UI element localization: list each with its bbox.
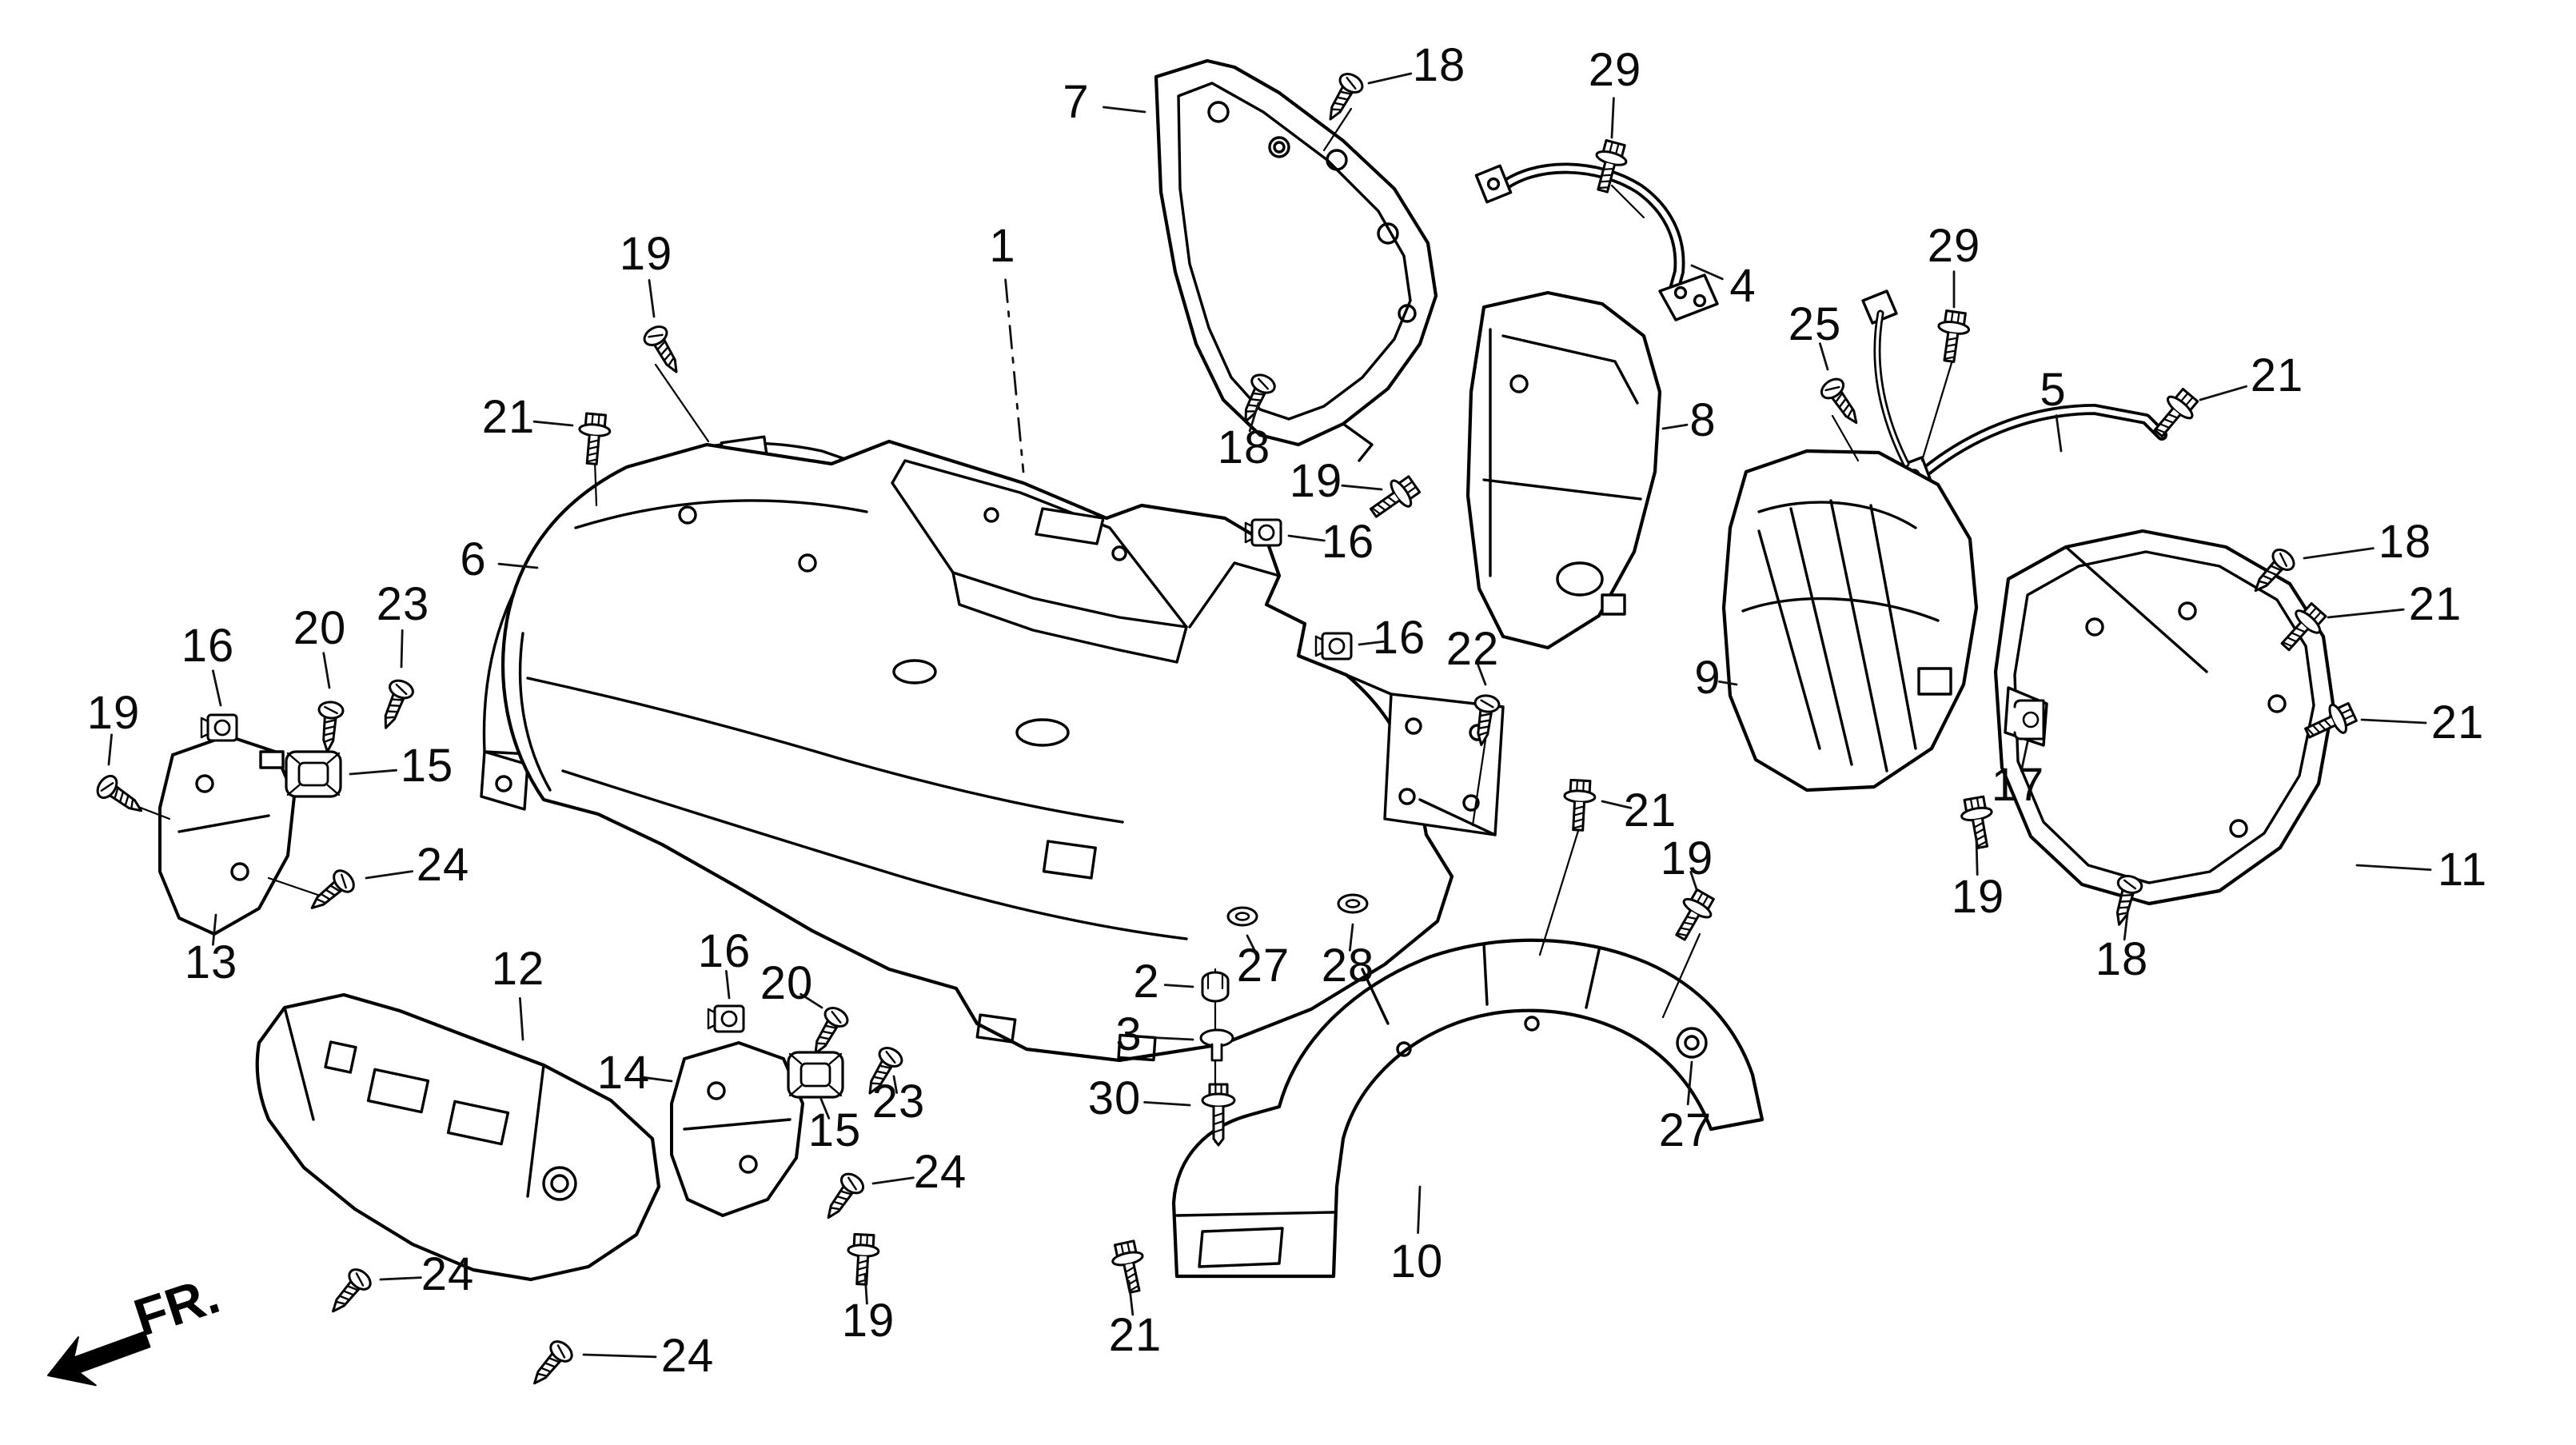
leader-line bbox=[2199, 385, 2248, 401]
part-11-side-cover bbox=[1993, 529, 2335, 906]
leader-line bbox=[211, 669, 222, 707]
part-19-screw bbox=[92, 771, 150, 822]
part-24-screw bbox=[524, 1336, 577, 1392]
leader-line bbox=[725, 970, 731, 1000]
part-9-inner-fender bbox=[1721, 449, 1979, 792]
part-4-stay-pipe bbox=[1474, 162, 1719, 321]
leader-line bbox=[1689, 871, 1698, 891]
part-17-clip bbox=[2013, 699, 2045, 740]
leader-line bbox=[1153, 1036, 1194, 1041]
part-16-clip-nut bbox=[707, 1004, 745, 1033]
leader-lines bbox=[107, 72, 2432, 1359]
leader-line bbox=[379, 1276, 422, 1281]
part-16-clip-nut bbox=[1314, 632, 1353, 661]
part-21-bolt bbox=[575, 411, 612, 466]
leader-line bbox=[322, 652, 331, 689]
part-2-cap-nut bbox=[1201, 971, 1230, 1003]
leader-line bbox=[2360, 718, 2427, 724]
leader-line bbox=[1686, 1060, 1693, 1106]
leader-line bbox=[497, 562, 539, 569]
part-19-bolt bbox=[1363, 470, 1425, 527]
leader-line bbox=[400, 629, 404, 669]
part-20-screw bbox=[314, 700, 345, 754]
leader-line bbox=[1103, 106, 1146, 114]
leader-line bbox=[519, 997, 524, 1041]
part-1-front-fender bbox=[500, 439, 1505, 1063]
leader-line bbox=[1246, 934, 1258, 956]
leader-line bbox=[1004, 278, 1025, 473]
part-20-screw bbox=[804, 1003, 852, 1061]
leader-line bbox=[863, 1273, 868, 1305]
leader-line bbox=[582, 1353, 657, 1359]
leader-line bbox=[1601, 800, 1633, 809]
part-25-screw bbox=[1816, 373, 1868, 431]
part-24-screw bbox=[817, 1168, 868, 1226]
leader-line bbox=[1417, 1185, 1422, 1234]
leader-line bbox=[1610, 97, 1615, 139]
leader-line bbox=[365, 870, 413, 880]
leader-line bbox=[532, 420, 574, 427]
part-16-clip-nut bbox=[200, 713, 238, 742]
part-14-bracket bbox=[670, 1041, 804, 1217]
leader-line bbox=[1287, 534, 1326, 542]
leader-line bbox=[2020, 740, 2029, 770]
part-23-screw bbox=[858, 1043, 907, 1101]
leader-line bbox=[1143, 1101, 1191, 1107]
part-28-grommet-washer bbox=[1337, 893, 1369, 914]
leader-line bbox=[1341, 484, 1383, 491]
leader-line bbox=[2055, 414, 2063, 453]
leader-line bbox=[2327, 608, 2405, 619]
part-24-screw bbox=[322, 1264, 376, 1320]
leader-line bbox=[819, 1096, 831, 1120]
part-10-mudguard bbox=[1171, 938, 1765, 1279]
part-12-stay-bracket bbox=[255, 992, 661, 1282]
part-19-bolt bbox=[1666, 885, 1720, 947]
leader-line bbox=[2123, 905, 2130, 941]
leader-line bbox=[1248, 401, 1260, 433]
part-19-screw bbox=[640, 321, 688, 380]
leader-line bbox=[892, 1075, 898, 1094]
leader-line bbox=[1367, 72, 1413, 85]
leader-line bbox=[1163, 984, 1194, 988]
part-8-side-cover bbox=[1465, 290, 1662, 650]
part-7-side-cover bbox=[1154, 58, 1438, 462]
leader-line bbox=[641, 1076, 673, 1083]
leader-line bbox=[1358, 641, 1385, 646]
part-29-bolt bbox=[1932, 309, 1972, 365]
leader-line bbox=[1661, 423, 1689, 430]
leader-line bbox=[2303, 547, 2375, 560]
leader-line bbox=[1127, 1279, 1134, 1316]
leader-line bbox=[1349, 923, 1354, 952]
leader-line bbox=[1717, 681, 1738, 686]
part-5-stay-pipe bbox=[1861, 289, 2167, 494]
part-13-bracket bbox=[158, 734, 296, 936]
leader-line bbox=[2355, 864, 2432, 871]
leader-line bbox=[648, 278, 656, 318]
part-19-bolt bbox=[845, 1232, 881, 1287]
leader-line bbox=[800, 992, 823, 1009]
part-27-grommet-washer bbox=[1226, 906, 1258, 927]
part-18-screw bbox=[1318, 69, 1367, 127]
part-21-bolt bbox=[1561, 778, 1597, 832]
fr-arrow-icon bbox=[47, 1331, 151, 1387]
leader-line bbox=[349, 768, 398, 776]
leader-line bbox=[107, 733, 114, 766]
part-19-bolt bbox=[1957, 794, 1999, 852]
part-16-clip-nut bbox=[1244, 518, 1282, 547]
part-15-grommet bbox=[787, 1051, 844, 1099]
part-23-screw bbox=[373, 676, 417, 734]
part-15-grommet bbox=[285, 750, 342, 798]
leader-line bbox=[1975, 836, 1979, 876]
leader-line bbox=[871, 1176, 915, 1185]
leader-line bbox=[1477, 663, 1487, 686]
leader-line bbox=[1818, 342, 1829, 371]
leader-line bbox=[211, 913, 217, 946]
leader-line bbox=[1690, 264, 1724, 281]
